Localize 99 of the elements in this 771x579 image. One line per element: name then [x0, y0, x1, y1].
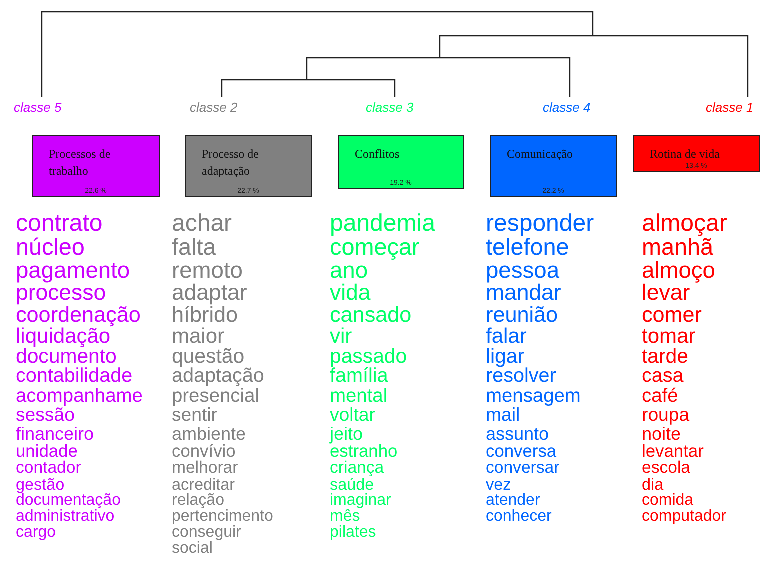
word: coordenação [16, 304, 142, 326]
word: presencial [172, 387, 260, 406]
word: administrativo [16, 509, 115, 526]
word: ambiente [172, 425, 248, 443]
word: financeiro [16, 425, 96, 443]
word: tarde [642, 347, 690, 368]
word: convívio [172, 443, 236, 460]
word: vir [330, 326, 354, 347]
word: documento [16, 347, 117, 368]
word: almoçar [642, 212, 728, 236]
word: saúde [330, 477, 374, 494]
word: noite [642, 425, 682, 443]
word: voltar [330, 406, 376, 425]
word: falar [486, 326, 528, 347]
word: acreditar [172, 477, 236, 494]
word: contabilidade [16, 367, 134, 388]
class-label: classe 5 [14, 100, 62, 115]
word: relação [172, 493, 224, 510]
word: roupa [642, 406, 691, 425]
class-box [633, 135, 760, 172]
word: ligar [486, 347, 525, 368]
class-label: classe 4 [543, 100, 591, 115]
word: pagamento [16, 259, 132, 282]
word: levantar [642, 443, 705, 460]
class-title: Comunicação [507, 146, 574, 163]
class-box [338, 135, 464, 189]
word: falta [172, 236, 218, 260]
word: adaptar [172, 282, 248, 304]
word: dia [642, 477, 664, 494]
word: ano [330, 259, 368, 282]
class-label: classe 2 [190, 100, 238, 115]
word: conversa [486, 443, 558, 460]
word: resolver [486, 367, 558, 388]
class-title: Processos de trabalho [49, 146, 112, 180]
word: vida [330, 282, 372, 304]
word: conseguir [172, 525, 242, 542]
class-label: classe 1 [706, 100, 754, 115]
word: mandar [486, 282, 562, 304]
word: manhã [642, 236, 714, 260]
word: achar [172, 212, 234, 236]
word: reunião [486, 304, 560, 326]
word: tomar [642, 326, 697, 347]
word: começar [330, 236, 420, 260]
word: social [172, 541, 213, 558]
word: cansado [330, 304, 413, 326]
word: jeito [330, 425, 364, 443]
class-label: classe 3 [366, 100, 414, 115]
word: cargo [16, 525, 58, 542]
class-box [185, 135, 312, 197]
word: mail [486, 406, 520, 425]
word: comida [642, 493, 694, 510]
word: casa [642, 367, 685, 388]
word: computador [642, 509, 728, 526]
word: gestão [16, 477, 65, 494]
word: mental [330, 387, 389, 406]
word: vez [486, 477, 512, 494]
word: conversar [486, 460, 561, 478]
word: maior [172, 326, 226, 347]
word: comer [642, 304, 703, 326]
word: pessoa [486, 259, 561, 282]
word: núcleo [16, 236, 86, 260]
class-box [32, 135, 160, 197]
word: documentação [16, 493, 122, 510]
word: imaginar [330, 493, 392, 510]
word: atender [486, 493, 540, 510]
word: levar [642, 282, 690, 304]
word: processo [16, 282, 106, 304]
word: questão [172, 347, 245, 368]
word: escola [642, 460, 692, 478]
word: liquidação [16, 326, 111, 347]
word: melhorar [172, 460, 240, 478]
word: passado [330, 347, 408, 368]
class-title: Rotina de vida [650, 146, 721, 163]
word: remoto [172, 259, 244, 282]
word: pandemia [330, 212, 436, 236]
word: acompanhame [16, 387, 143, 406]
word: pertencimento [172, 509, 274, 526]
word: conhecer [486, 509, 553, 526]
word: sentir [172, 406, 218, 425]
word: estranho [330, 443, 399, 460]
word: híbrido [172, 304, 238, 326]
word: sessão [16, 406, 75, 425]
word: família [330, 367, 388, 388]
word: assunto [486, 425, 550, 443]
word: mês [330, 509, 360, 526]
word: café [642, 387, 680, 406]
class-title: Conflitos [355, 146, 401, 163]
class-title: Processo de adaptação [202, 146, 260, 180]
word: criança [330, 460, 386, 478]
word: contrato [16, 212, 104, 236]
word: telefone [486, 236, 570, 260]
word: contador [16, 460, 82, 478]
word: pilates [330, 525, 378, 542]
class-box [490, 135, 617, 197]
word: adaptação [172, 367, 266, 388]
word: almoço [642, 259, 716, 282]
word: unidade [16, 443, 78, 460]
word: mensagem [486, 387, 582, 406]
word: responder [486, 212, 594, 236]
